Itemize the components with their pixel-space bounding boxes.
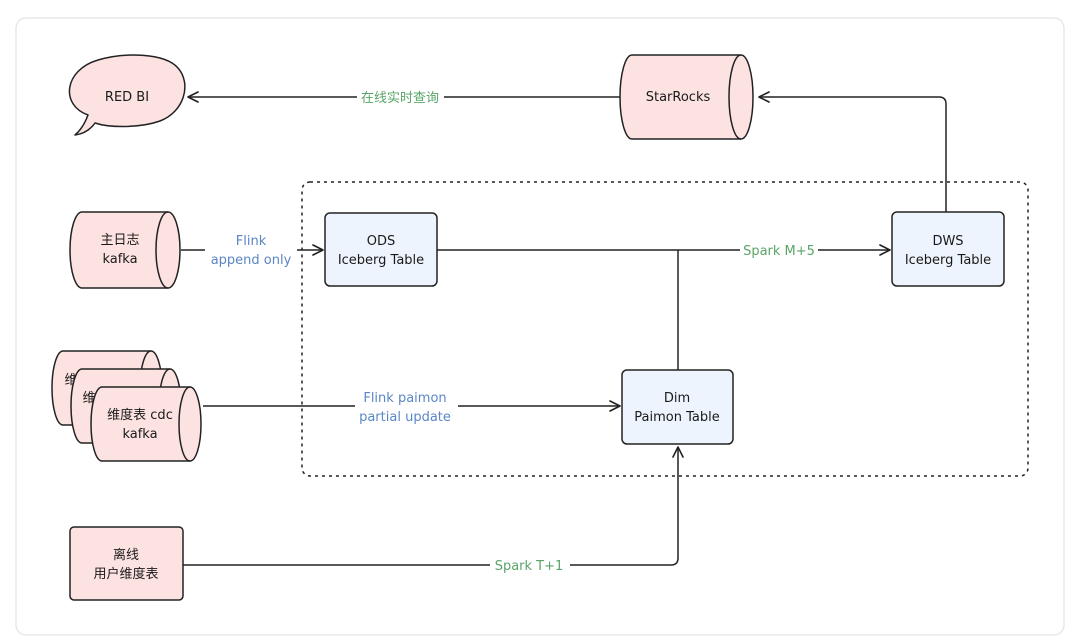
offline-label-line2: 用户维度表	[93, 566, 158, 582]
edge-label-append-only: append only	[211, 253, 292, 268]
edge-label-realtime-query: 在线实时查询	[361, 91, 439, 106]
dim-cdc-cylinder-front-body	[90, 386, 202, 462]
starrocks-label: StarRocks	[646, 90, 711, 105]
edge-label-flink: Flink	[236, 234, 267, 249]
edge-label-partial-update: partial update	[359, 410, 451, 425]
dim-label-line2: Paimon Table	[634, 410, 719, 425]
edge-dws-to-starrocks	[758, 91, 947, 212]
red-bi-bubble-shape	[68, 54, 186, 136]
node-ods-table: ODS Iceberg Table	[324, 212, 438, 287]
offline-label-line1: 离线	[113, 547, 139, 563]
dim-label-line1: Dim	[664, 391, 690, 406]
diagram-frame	[15, 17, 1065, 636]
node-dim-table: Dim Paimon Table	[621, 369, 734, 445]
node-main-log-kafka: 主日志 kafka	[69, 211, 181, 289]
dws-label-line2: Iceberg Table	[905, 253, 991, 268]
node-dws-table: DWS Iceberg Table	[891, 211, 1005, 287]
node-starrocks: StarRocks	[619, 54, 754, 140]
dim-cdc-back2-label: 维	[82, 391, 95, 406]
dim-cdc-label-line1: 维度表 cdc	[107, 407, 173, 423]
offline-user-dim-box	[69, 526, 184, 601]
dws-table-box	[891, 211, 1005, 287]
main-log-cylinder-body	[69, 211, 181, 289]
dim-table-box	[621, 369, 734, 445]
edge-offline-to-dim-right	[570, 446, 684, 566]
red-bi-label: RED BI	[105, 90, 149, 105]
ods-table-box	[324, 212, 438, 287]
dim-cdc-label-line2: kafka	[122, 427, 157, 442]
edge-label-spark-m5: Spark M+5	[743, 244, 815, 259]
dim-cdc-cylinder-front-cap	[178, 386, 191, 462]
dws-label-line1: DWS	[932, 234, 963, 249]
processing-boundary	[301, 181, 1029, 477]
edge-label-flink-paimon: Flink paimon	[363, 391, 446, 406]
main-log-cylinder-cap	[155, 211, 169, 289]
main-log-label-line1: 主日志	[100, 233, 139, 248]
node-dim-cdc-kafka-stack: 维 维 维度表 cdc kafka	[51, 350, 202, 462]
node-offline-user-dim: 离线 用户维度表	[69, 526, 184, 601]
main-log-label-line2: kafka	[102, 252, 137, 267]
starrocks-cylinder-cap	[728, 54, 742, 140]
ods-label-line2: Iceberg Table	[338, 253, 424, 268]
edge-label-spark-t1: Spark T+1	[495, 559, 564, 574]
ods-label-line1: ODS	[367, 234, 396, 249]
node-red-bi: RED BI	[68, 54, 186, 136]
